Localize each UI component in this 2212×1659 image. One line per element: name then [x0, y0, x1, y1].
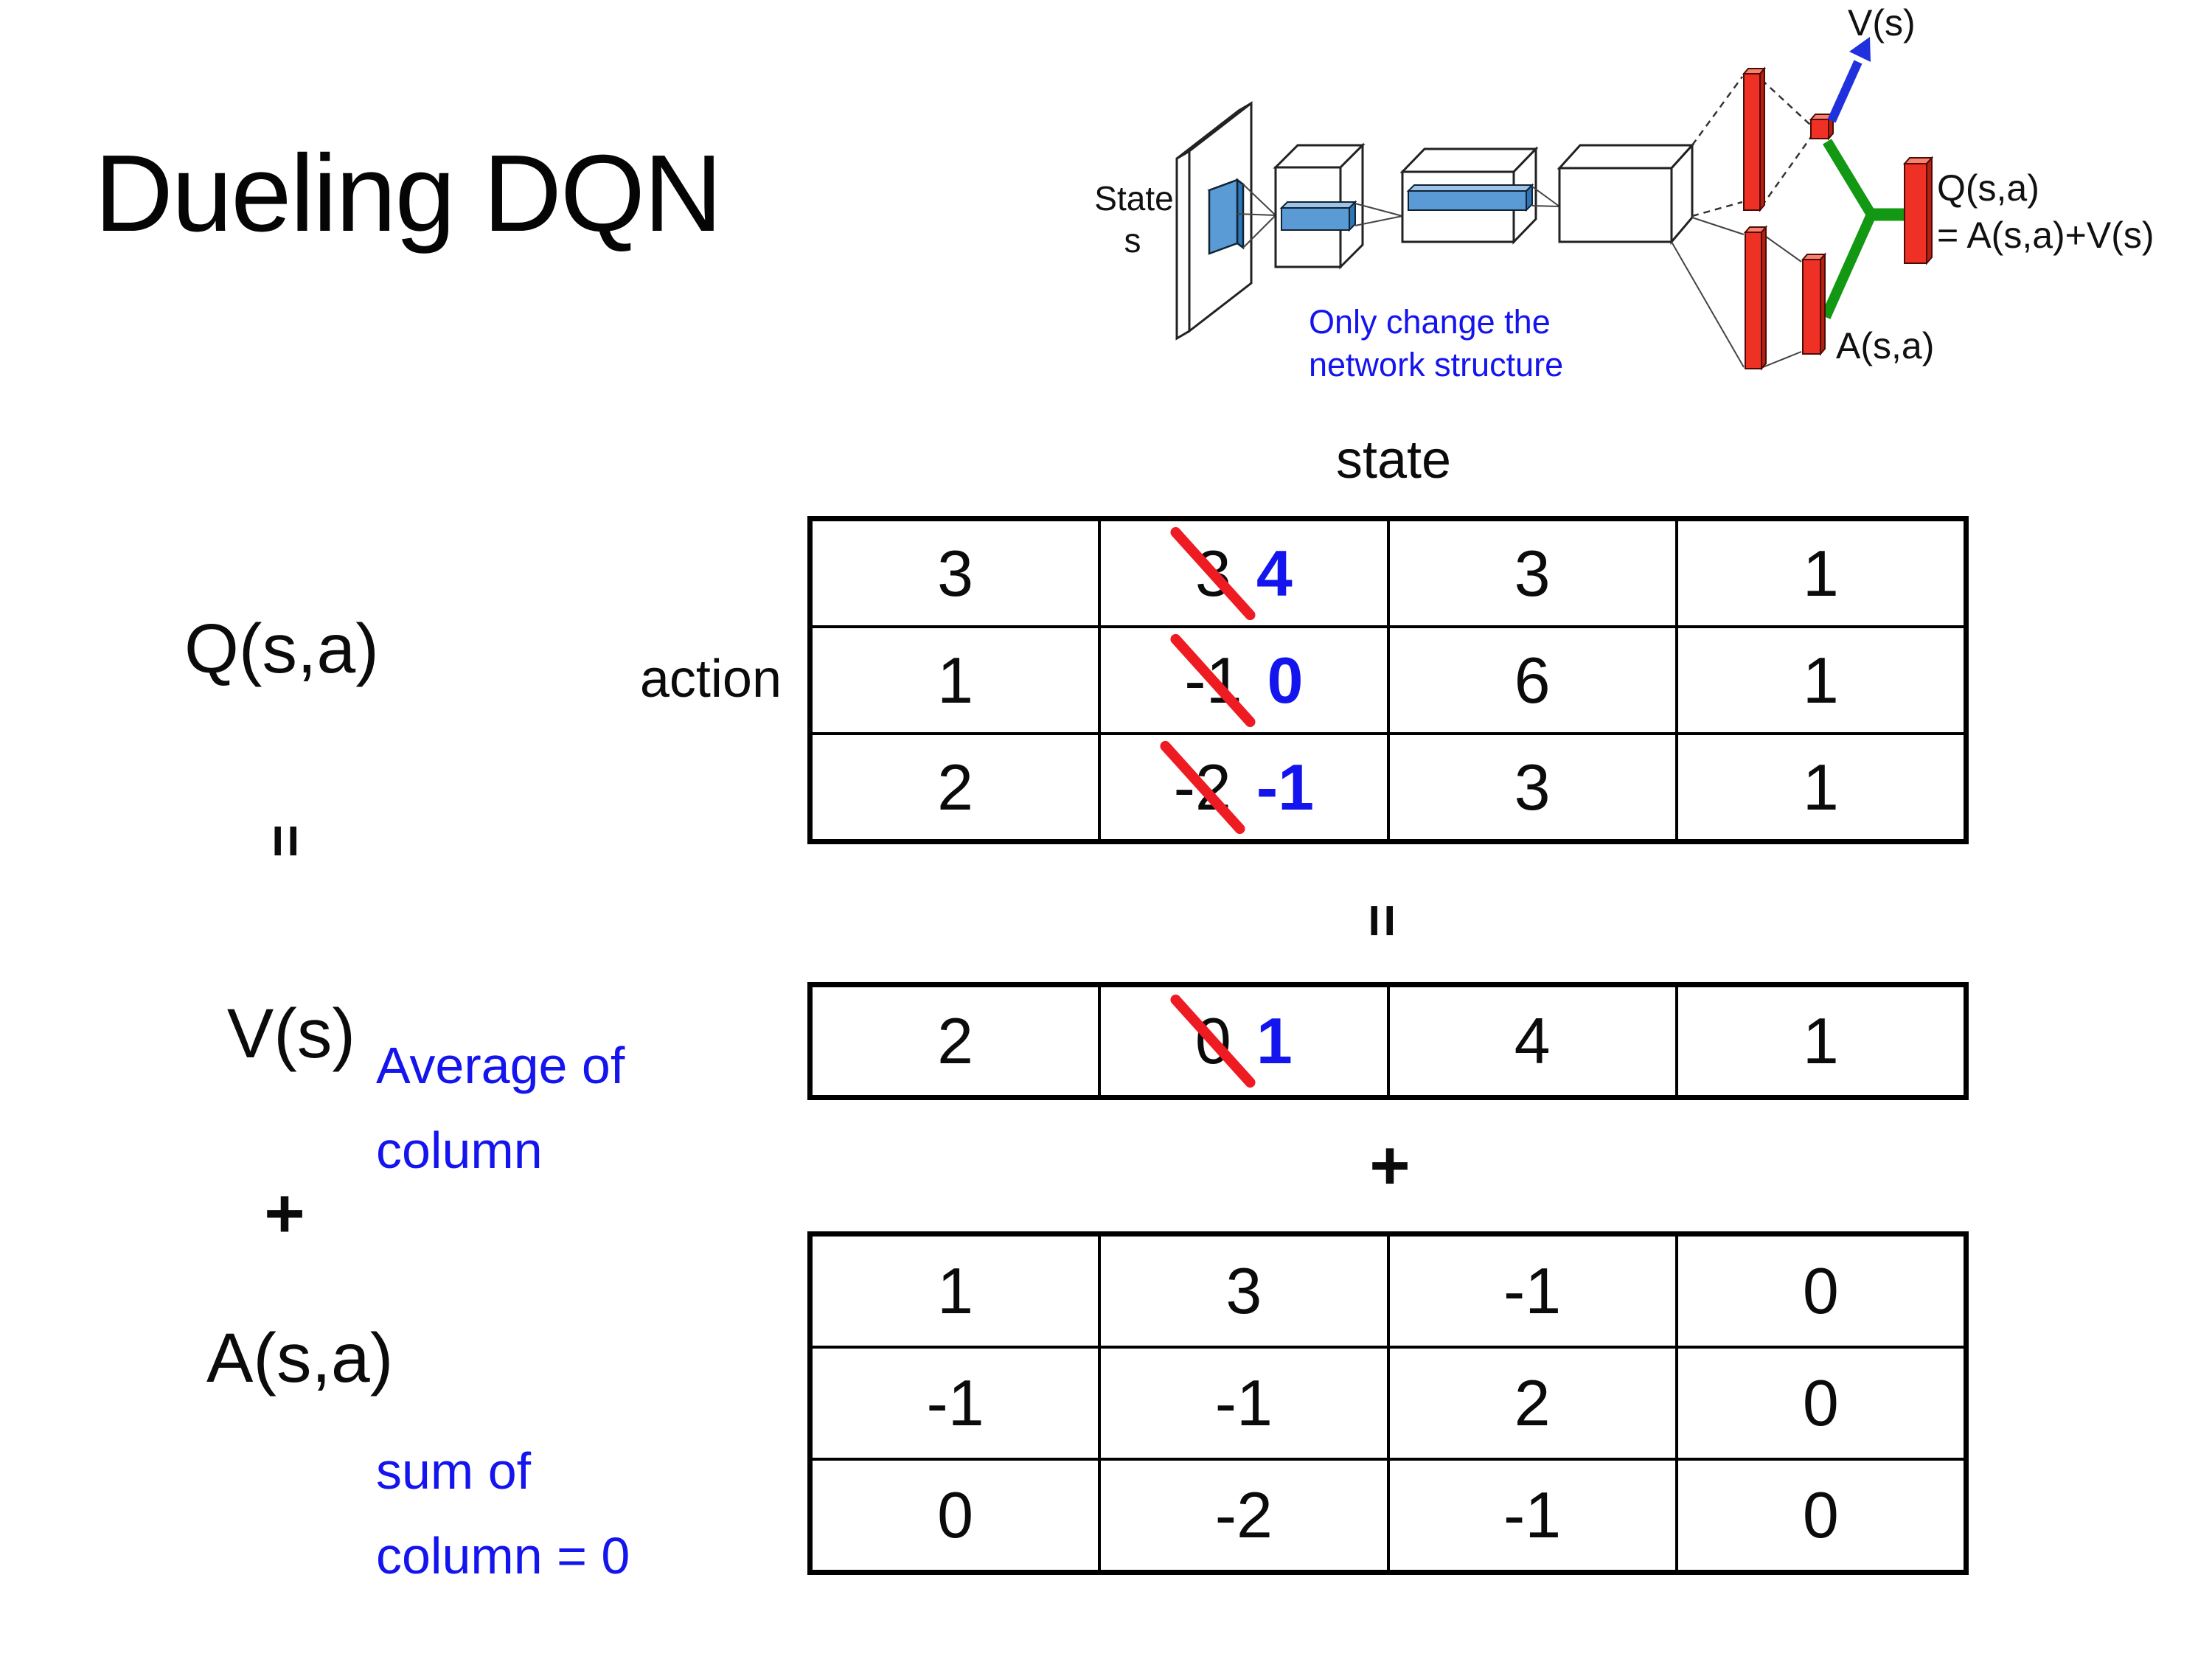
connector-lines [1531, 186, 1560, 207]
feature-bar-1 [1279, 200, 1357, 232]
a-matrix-label: A(s,a) [206, 1319, 394, 1397]
v-cell: 4 [1388, 986, 1677, 1096]
a-vector-bar [1801, 252, 1827, 356]
q-cell: 3 [811, 520, 1100, 627]
q-cell-corrected: 3 4 [1099, 520, 1388, 627]
q-cell: 1 [811, 627, 1100, 734]
conv-filter-wedge [1207, 178, 1245, 255]
average-note-line2: column [376, 1121, 543, 1179]
diagram-v-label: V(s) [1848, 2, 1916, 44]
q-matrix-label: Q(s,a) [184, 610, 379, 688]
q-cell: 1 [1676, 520, 1965, 627]
network-diagram: State s V(s) Q(s,a) = A(s,a)+V(s) A(s,a)… [1094, 2, 2154, 383]
v-cell-corrected: 0 1 [1099, 986, 1388, 1096]
q-table: 3 3 4 3 1 1 -1 0 6 1 2 -2 -1 3 1 [807, 516, 1969, 844]
diagram-note-line2: network structure [1309, 346, 1563, 383]
a-cell: -1 [1388, 1235, 1677, 1347]
solid-connectors [1671, 217, 1802, 368]
diagram-q-formula: = A(s,a)+V(s) [1937, 215, 2154, 256]
sum-note-line1: sum of [376, 1442, 532, 1500]
q-cell: 3 [1388, 734, 1677, 841]
a-cell: -1 [1388, 1459, 1677, 1571]
q-cell-corrected: -2 -1 [1099, 734, 1388, 841]
plus-sign-mid: + [1369, 1127, 1411, 1205]
action-axis-label: action [639, 650, 782, 709]
dashed-connectors [1691, 76, 1812, 218]
v-table: 2 0 1 4 1 [807, 982, 1969, 1100]
equals-sign-left: = [254, 824, 319, 858]
new-value: -1 [1256, 750, 1315, 824]
q-output-bar [1902, 156, 1934, 265]
a-cell: 2 [1388, 1347, 1677, 1459]
a-cell: 1 [811, 1235, 1100, 1347]
average-note: Average of column [376, 1023, 625, 1193]
fc-box [1557, 142, 1695, 246]
fc-bar-advantage [1743, 225, 1768, 371]
new-value: 1 [1256, 1004, 1293, 1077]
q-cell: 1 [1676, 734, 1965, 841]
connector-lines [1354, 203, 1403, 226]
diagram-a-label: A(s,a) [1836, 325, 1934, 366]
a-cell: -1 [1099, 1347, 1388, 1459]
combine-y-connector [1820, 139, 1905, 319]
sum-note: sum of column = 0 [376, 1429, 630, 1599]
q-cell: 6 [1388, 627, 1677, 734]
q-cell: 2 [811, 734, 1100, 841]
a-table: 1 3 -1 0 -1 -1 2 0 0 -2 -1 0 [807, 1231, 1969, 1575]
connector-lines [1237, 184, 1276, 248]
a-cell: 0 [1676, 1459, 1965, 1571]
equals-sign-mid: = [1350, 903, 1416, 938]
diagram-state-label: State [1094, 179, 1173, 218]
diagram-state-s: s [1124, 221, 1141, 260]
new-value: 0 [1267, 643, 1304, 717]
a-cell: -2 [1099, 1459, 1388, 1571]
new-value: 4 [1256, 536, 1293, 610]
q-cell: 1 [1676, 627, 1965, 734]
plus-sign-left: + [264, 1175, 305, 1253]
average-note-line1: Average of [376, 1037, 625, 1094]
page-title: Dueling DQN [94, 133, 723, 254]
v-cell: 2 [811, 986, 1100, 1096]
a-cell: 0 [1676, 1347, 1965, 1459]
fc-bar-value [1742, 66, 1767, 212]
sum-note-line2: column = 0 [376, 1526, 630, 1585]
state-axis-label: state [1335, 431, 1452, 490]
a-cell: 3 [1099, 1235, 1388, 1347]
q-cell-corrected: -1 0 [1099, 627, 1388, 734]
diagram-note-line1: Only change the [1309, 303, 1551, 341]
v-matrix-label: V(s) [226, 995, 356, 1073]
a-cell: -1 [811, 1347, 1100, 1459]
v-arrow-icon [1827, 37, 1871, 123]
q-cell: 3 [1388, 520, 1677, 627]
diagram-q-label: Q(s,a) [1937, 167, 2039, 209]
a-cell: 0 [811, 1459, 1100, 1571]
v-cell: 1 [1676, 986, 1965, 1096]
feature-bar-2 [1406, 183, 1534, 212]
a-cell: 0 [1676, 1235, 1965, 1347]
